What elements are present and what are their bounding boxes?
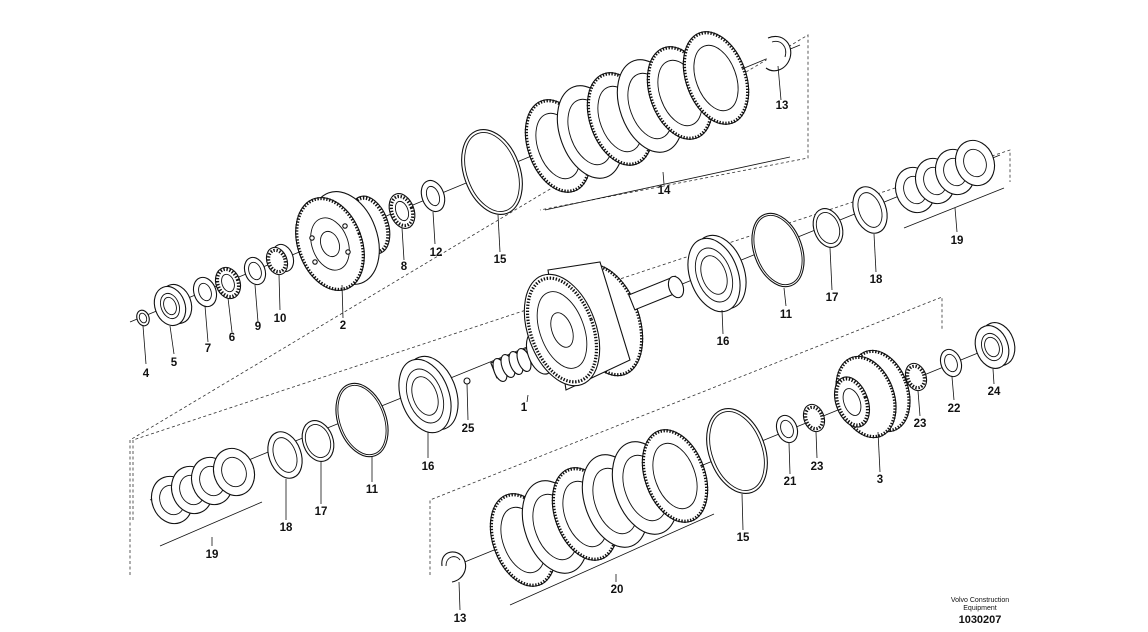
callout-4: 4 [143,368,150,380]
bracket-14 [544,156,791,211]
callout-21: 21 [784,476,797,488]
part-19-disc-stack-right [894,139,996,214]
part-2-gear [295,191,391,292]
part-17-ring-right [812,208,844,248]
part-4-snap-ring [136,309,150,327]
callout-5: 5 [171,357,178,369]
callout-20: 20 [611,584,624,596]
part-6-thrust-bearing [214,266,242,300]
part-21-washer [775,414,799,444]
part-25-ball [463,377,471,385]
part-1-shaft-drum [490,261,685,391]
callout-2: 2 [340,320,346,332]
part-16-piston-right [687,234,747,313]
callout-9: 9 [255,321,261,333]
callout-18-right: 18 [870,274,883,286]
callout-3: 3 [877,474,883,486]
part-15-seal-ring-bottom [706,408,768,494]
callout-16-right: 16 [717,336,730,348]
callout-17-right: 17 [826,292,839,304]
part-8-thrust-bearing [388,193,416,229]
part-13-circlip-bottom [441,551,467,583]
callout-13-bottom: 13 [454,613,467,625]
bracket-19-right [903,187,1005,229]
part-18-ring-right [852,186,888,234]
part-15-seal-ring-top [461,129,523,215]
brand-caption: Volvo Construction Equipment [930,597,1030,613]
part-20-clutch-pack [489,429,709,587]
part-22-washer [939,348,963,378]
callout-7: 7 [205,343,211,355]
callout-8: 8 [401,261,408,273]
part-11-seal-ring-left [335,382,389,458]
callout-14: 14 [658,185,671,197]
callout-19-left: 19 [206,549,219,561]
part-5-bearing [153,283,193,327]
callout-15-top: 15 [494,254,507,266]
part-7-washer [192,276,218,308]
callout-6: 6 [229,332,235,344]
part-23-needle-bearing-left [802,403,826,433]
brand-line-2: Equipment [963,605,997,612]
callout-16-left: 16 [422,461,435,473]
callout-22: 22 [948,403,961,415]
callout-12: 12 [430,247,443,259]
bracket-19-left [159,501,263,547]
callout-15-bottom: 15 [737,532,750,544]
part-3-gear [833,349,911,439]
callout-25: 25 [462,423,475,435]
callout-11-left: 11 [366,484,379,496]
group-frame-top [129,34,809,575]
part-10-needle-bearing [265,243,295,276]
callout-23-left: 23 [811,461,824,473]
callout-1: 1 [521,402,528,414]
callout-13-top: 13 [776,100,789,112]
callout-24: 24 [988,386,1001,398]
part-18-ring-left [267,431,303,479]
part-12-washer [420,179,446,213]
callout-17-left: 17 [315,506,328,518]
part-19-disc-stack-left [150,447,256,525]
callout-11-right: 11 [780,309,793,321]
part-14-clutch-pack [524,31,750,193]
part-9-washer [243,256,267,286]
callout-10: 10 [274,313,287,325]
callout-23-right: 23 [914,418,927,430]
callout-19-right: 19 [951,235,964,247]
drawing-number: 1030207 [958,614,1002,626]
part-17-ring-left [301,420,335,462]
bracket-20 [509,513,715,606]
part-13-circlip-top [765,36,792,72]
part-24-bearing [974,322,1016,369]
part-16-piston-left [398,355,459,434]
part-11-seal-ring-right [751,212,805,288]
leader-lines [142,65,995,611]
callout-18-left: 18 [280,522,293,534]
brand-line-1: Volvo Construction [950,597,1010,604]
part-23-needle-bearing-right [904,362,928,392]
